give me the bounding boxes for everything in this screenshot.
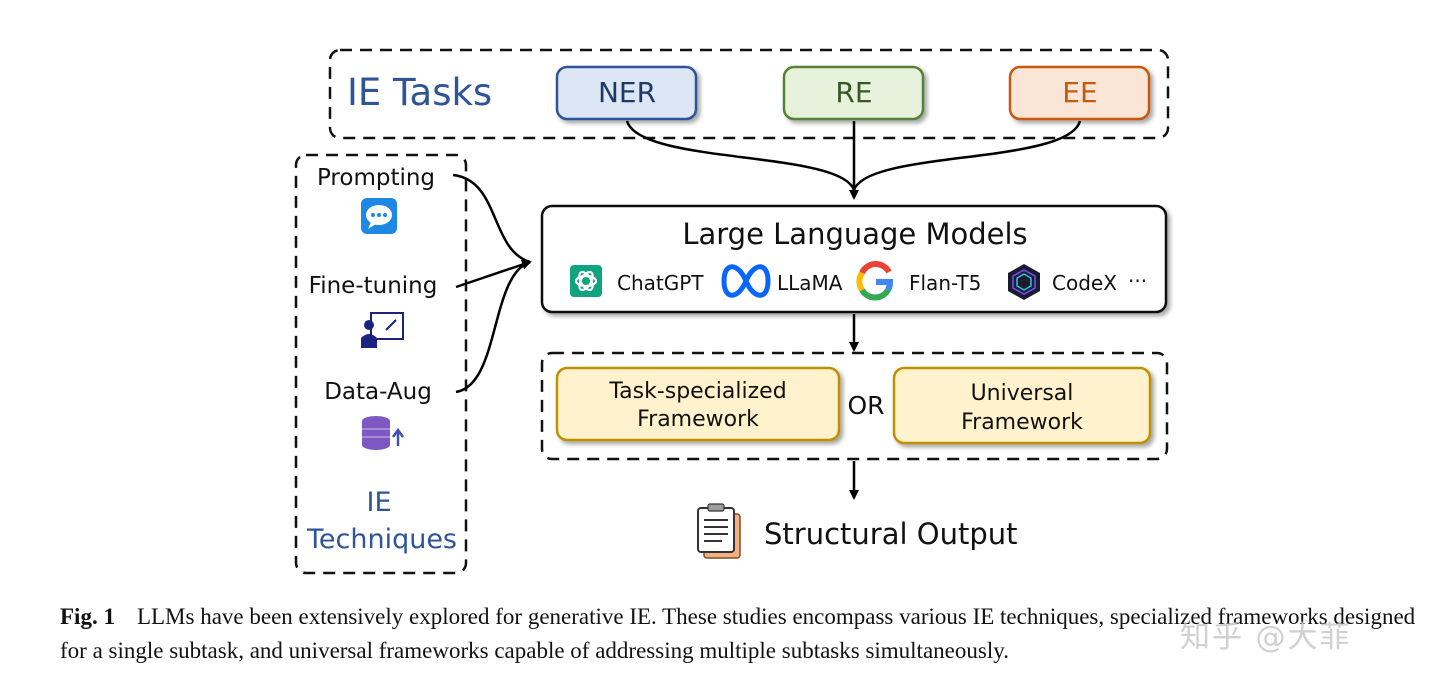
technique-label-fine-tuning: Fine-tuning	[309, 273, 438, 299]
task-label-re: RE	[835, 76, 872, 109]
meta-logo-icon	[721, 264, 771, 298]
task-box-ee: EE	[1008, 65, 1151, 121]
ie-tasks-title: IE Tasks	[347, 71, 492, 114]
openai-logo-icon	[570, 265, 602, 297]
ie-techniques-dashed-border	[294, 153, 468, 575]
ie-tasks-group: IE Tasks NER RE EE	[328, 48, 1170, 140]
watermark: 知乎 @大菲	[1180, 620, 1352, 655]
universal-line1: Universal	[971, 381, 1074, 406]
technique-label-data-aug: Data-Aug	[324, 379, 432, 405]
structural-output: Structural Output	[697, 503, 1017, 559]
llm-title: Large Language Models	[682, 217, 1027, 251]
ie-tasks-dashed-border	[328, 48, 1170, 140]
ie-techniques-title-line1: IE	[366, 487, 391, 518]
task-specialized-line2: Framework	[637, 407, 759, 432]
task-label-ee: EE	[1062, 76, 1097, 109]
frameworks-dashed-border	[540, 351, 1169, 461]
caption-text: LLMs have been extensively explored for …	[60, 604, 1416, 663]
task-specialized-framework-box: Task-specialized Framework	[555, 366, 841, 442]
database-up-icon	[362, 416, 405, 450]
teacher-board-icon	[361, 312, 404, 348]
model-label-llama: LLaMA	[777, 271, 843, 295]
arrow-ee-to-llm	[852, 120, 1082, 191]
model-label-chatgpt: ChatGPT	[617, 271, 704, 295]
codex-logo-icon	[1008, 264, 1040, 300]
frameworks-group: Task-specialized Framework OR Universal …	[540, 351, 1169, 461]
task-specialized-line1: Task-specialized	[608, 379, 786, 404]
arrow-ner-to-llm	[625, 120, 856, 191]
or-connector: OR	[847, 391, 884, 420]
more-models-ellipsis: ···	[1128, 269, 1147, 293]
universal-framework-box: Universal Framework	[892, 366, 1152, 445]
task-label-ner: NER	[598, 76, 656, 109]
ie-llm-diagram: IE Tasks NER RE EE Prompting	[294, 48, 1170, 575]
google-logo-icon	[856, 261, 893, 301]
ie-techniques-group: Prompting Fine-tuning Data-Aug IE Techn	[294, 153, 468, 575]
task-box-ner: NER	[555, 65, 698, 121]
ie-techniques-title-line2: Techniques	[306, 524, 457, 555]
model-label-codex: CodeX	[1052, 271, 1117, 295]
arrow-prompting-to-llm	[452, 173, 531, 264]
document-clipboard-icon	[697, 503, 741, 559]
technique-label-prompting: Prompting	[317, 165, 435, 191]
technique-arrows	[452, 173, 532, 394]
figure-label: Fig. 1	[60, 604, 115, 629]
task-arrows	[625, 120, 1082, 200]
model-label-flan-t5: Flan-T5	[909, 271, 981, 295]
arrow-finetuning-to-llm	[455, 259, 532, 289]
structural-output-label: Structural Output	[764, 517, 1017, 551]
chat-bubble-icon	[361, 198, 397, 234]
llm-box: Large Language Models ChatGPT LLaMA Flan…	[540, 204, 1168, 314]
arrow-dataaug-to-llm	[455, 260, 531, 394]
universal-line2: Framework	[961, 410, 1083, 435]
task-box-re: RE	[782, 65, 925, 121]
